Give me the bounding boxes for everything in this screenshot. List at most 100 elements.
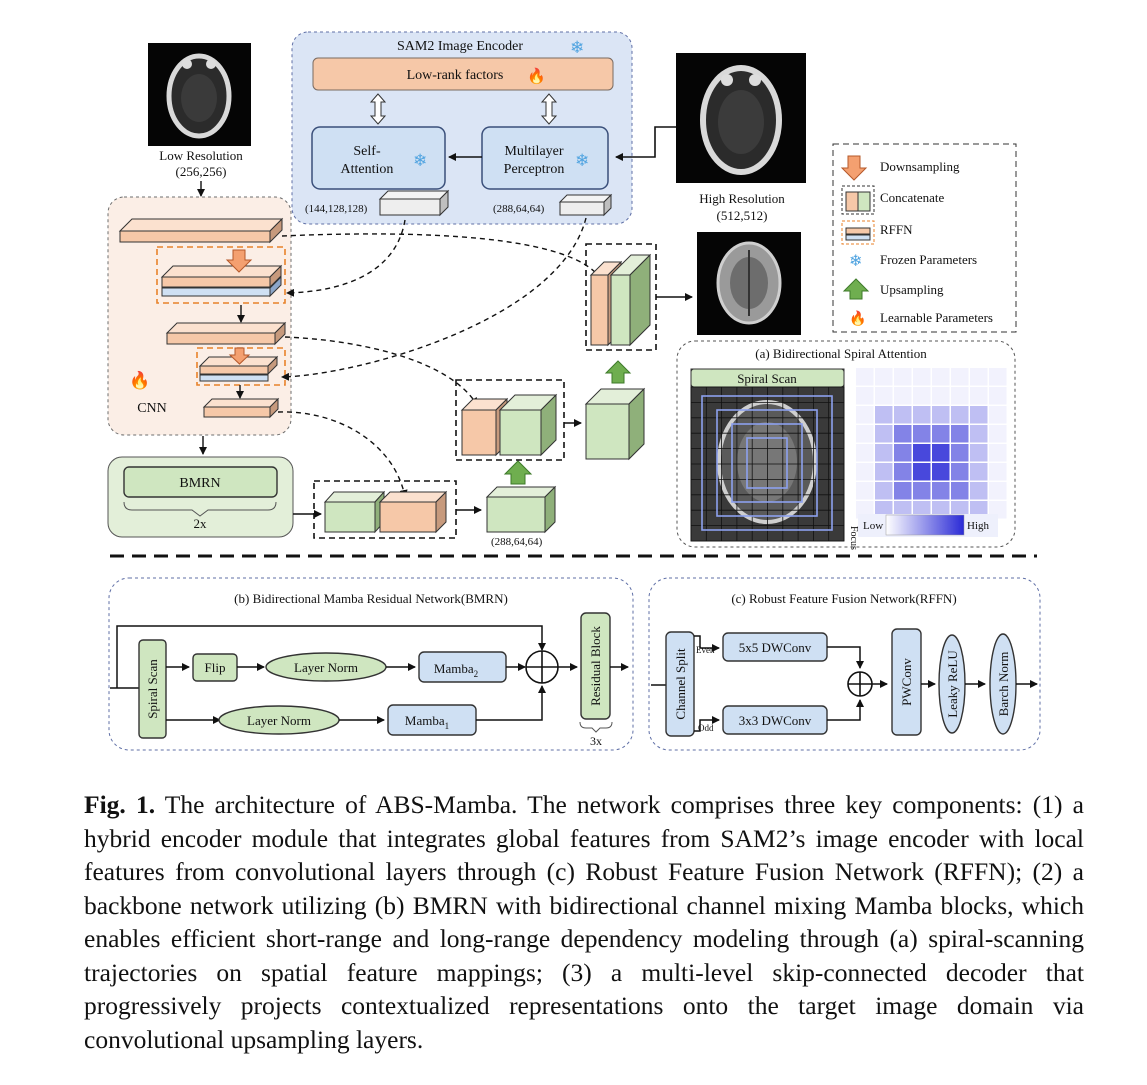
heatmap-cell — [989, 368, 1007, 386]
encoder-title: SAM2 Image Encoder — [397, 39, 523, 54]
bmrn-panel-title: (b) Bidirectional Mamba Residual Network… — [234, 591, 508, 606]
legend-label-1: Concatenate — [880, 190, 944, 205]
heatmap-cell — [932, 425, 950, 443]
pwconv-label: PWConv — [899, 658, 914, 706]
upsampling-arrow-icon — [604, 360, 632, 384]
heatmap-cell — [951, 463, 969, 481]
heatmap-cell — [970, 387, 988, 405]
high-resolution-label: High Resolution — [699, 191, 785, 206]
snowflake-icon: ❄ — [413, 151, 427, 170]
architecture-diagram: SAM2 Image Encoder ❄ Low-rank factors 🔥 … — [107, 31, 1041, 751]
batch-norm-label: Barch Norm — [996, 652, 1011, 717]
legend-label-2: RFFN — [880, 222, 913, 237]
spiral-scan-label: Spiral Scan — [737, 371, 797, 386]
heatmap-cell — [875, 368, 893, 386]
heatmap-cell — [913, 368, 931, 386]
shape-label-sa: (144,128,128) — [305, 203, 368, 215]
low-resolution-ct-image — [148, 43, 251, 146]
heatmap-cell — [894, 482, 912, 500]
bmrn-panel: (b) Bidirectional Mamba Residual Network… — [108, 577, 634, 751]
heatmap-cell — [989, 425, 1007, 443]
caption-text: The architecture of ABS-Mamba. The netwo… — [84, 790, 1084, 1054]
concat-block-2 — [455, 379, 565, 461]
mlp-line2: Perceptron — [504, 162, 565, 177]
layer-norm-bottom: Layer Norm — [247, 713, 311, 728]
low-rank-factors: Low-rank factors — [407, 68, 504, 83]
shape-label-mlp: (288,64,64) — [493, 203, 545, 215]
dw3-label: 3x3 DWConv — [739, 713, 812, 728]
figure-caption: Fig. 1. The architecture of ABS-Mamba. T… — [84, 788, 1084, 1056]
heatmap-cell — [951, 368, 969, 386]
heatmap-cell — [970, 482, 988, 500]
sa-feature-slab — [378, 189, 450, 217]
legend-label-0: Downsampling — [880, 159, 960, 174]
heatmap-cell — [856, 425, 874, 443]
decoder-cube-2 — [584, 387, 646, 461]
downsampling-arrow-icon — [840, 155, 868, 181]
layer-norm-top: Layer Norm — [294, 660, 358, 675]
snowflake-icon: ❄ — [570, 38, 584, 57]
bmrn-block: BMRN 2x — [107, 456, 294, 538]
dw5-label: 5x5 DWConv — [739, 640, 812, 655]
leaky-relu-label: Leaky ReLU — [945, 650, 960, 718]
heatmap-cell — [894, 444, 912, 462]
heatmap-cell — [951, 387, 969, 405]
heatmap-cell — [875, 406, 893, 424]
heatmap-cell — [951, 425, 969, 443]
flip-label: Flip — [205, 660, 226, 675]
legend-label-3: Frozen Parameters — [880, 252, 977, 267]
low-resolution-size: (256,256) — [176, 164, 227, 179]
heatmap-cell — [970, 444, 988, 462]
channel-split-label: Channel Split — [673, 648, 688, 720]
legend-label-4: Upsampling — [880, 282, 944, 297]
add-operator-icon — [525, 650, 559, 684]
heatmap-cell — [875, 387, 893, 405]
heatmap-cell — [951, 482, 969, 500]
focus-label: Focus — [848, 526, 859, 550]
heatmap-cell — [894, 463, 912, 481]
heatmap-cell — [913, 406, 931, 424]
high-resolution-ct-image — [676, 53, 806, 183]
heatmap-cell — [913, 387, 931, 405]
bmrn-label: BMRN — [179, 476, 220, 491]
heatmap-cell — [970, 368, 988, 386]
heatmap-cell — [913, 425, 931, 443]
bmrn-spiral-scan: Spiral Scan — [145, 659, 160, 719]
heatmap-cell — [913, 463, 931, 481]
heatmap-cell — [932, 387, 950, 405]
heatmap-cell — [932, 368, 950, 386]
downsampling-arrow-icon — [225, 249, 253, 273]
rffn-slab-icon — [841, 220, 875, 245]
sam2-encoder: SAM2 Image Encoder ❄ Low-rank factors 🔥 … — [291, 31, 633, 225]
heatmap-cell — [875, 463, 893, 481]
heatmap-cell — [875, 425, 893, 443]
even-label: Even — [696, 645, 715, 655]
heatmap-cell — [932, 406, 950, 424]
concatenate-icon — [841, 185, 875, 215]
add-operator-icon — [847, 671, 873, 697]
heatmap-cell — [856, 444, 874, 462]
snowflake-icon: ❄ — [849, 253, 862, 270]
high-label: High — [967, 520, 990, 532]
flame-icon: 🔥 — [129, 370, 150, 390]
mamba2-label: Mamba2 — [434, 661, 478, 679]
heatmap-cell — [989, 444, 1007, 462]
mamba1-label: Mamba1 — [405, 713, 449, 731]
heatmap-cell — [856, 406, 874, 424]
legend-label-5: Learnable Parameters — [880, 310, 993, 325]
low-resolution-label: Low Resolution — [159, 148, 243, 163]
heatmap-cell — [970, 406, 988, 424]
legend: Downsampling Concatenate RFFN ❄ Frozen P… — [832, 143, 1017, 333]
concat-block-3 — [585, 243, 657, 351]
heatmap-cell — [932, 463, 950, 481]
heatmap-cell — [856, 482, 874, 500]
residual-block-label: Residual Block — [588, 626, 603, 706]
residual-repeat: 3x — [590, 734, 602, 748]
decoder-cube-1 — [485, 485, 557, 534]
heatmap-cell — [989, 406, 1007, 424]
attention-heatmap — [856, 368, 1007, 519]
heatmap-cell — [951, 444, 969, 462]
heatmap-cell — [875, 482, 893, 500]
heatmap-cell — [913, 444, 931, 462]
heatmap-cell — [932, 482, 950, 500]
